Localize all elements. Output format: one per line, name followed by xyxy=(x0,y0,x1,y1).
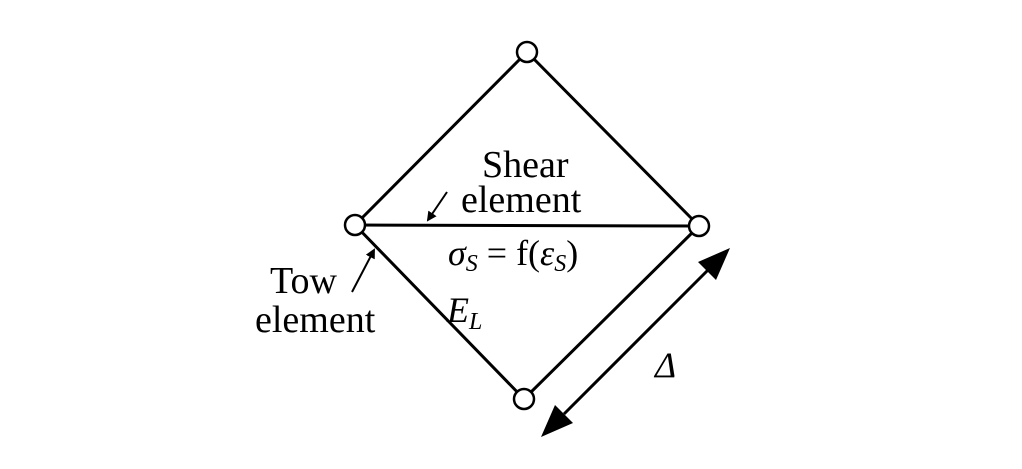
stress-sigma-subscript: S xyxy=(466,251,478,277)
shear-element-diagonal xyxy=(354,223,700,228)
node-left xyxy=(343,213,367,237)
stress-epsilon: ε xyxy=(540,233,555,273)
modulus-E: E xyxy=(446,290,469,330)
shear-label-line1: Shear xyxy=(482,144,569,186)
modulus-subscript: L xyxy=(468,309,482,335)
delta-arrowhead-top xyxy=(698,248,730,280)
tow-label-line2: element xyxy=(255,299,376,341)
node-top xyxy=(515,40,539,64)
node-right xyxy=(687,214,711,238)
tow-element-edge xyxy=(353,223,526,401)
stress-epsilon-subscript: S xyxy=(554,251,566,277)
tow-pointer-arrow xyxy=(351,248,375,293)
modulus-label: EL xyxy=(446,290,482,335)
edge-top-left xyxy=(353,50,529,227)
tow-label-line1: Tow xyxy=(270,260,338,302)
delta-label: Δ xyxy=(653,345,676,385)
edge-top-right xyxy=(525,50,701,228)
edge-bottom-right xyxy=(522,224,701,401)
stress-sigma: σ xyxy=(448,233,467,273)
node-bottom xyxy=(512,387,536,411)
delta-dimension-line xyxy=(562,268,710,416)
stress-close-paren: ) xyxy=(566,233,578,273)
stress-equals: = f( xyxy=(478,233,540,273)
stress-strain-equation: σS = f(εS) xyxy=(448,233,578,277)
delta-arrowhead-bottom xyxy=(541,405,573,437)
shear-label-line2: element xyxy=(461,179,582,221)
shear-pointer-arrow xyxy=(426,191,448,222)
